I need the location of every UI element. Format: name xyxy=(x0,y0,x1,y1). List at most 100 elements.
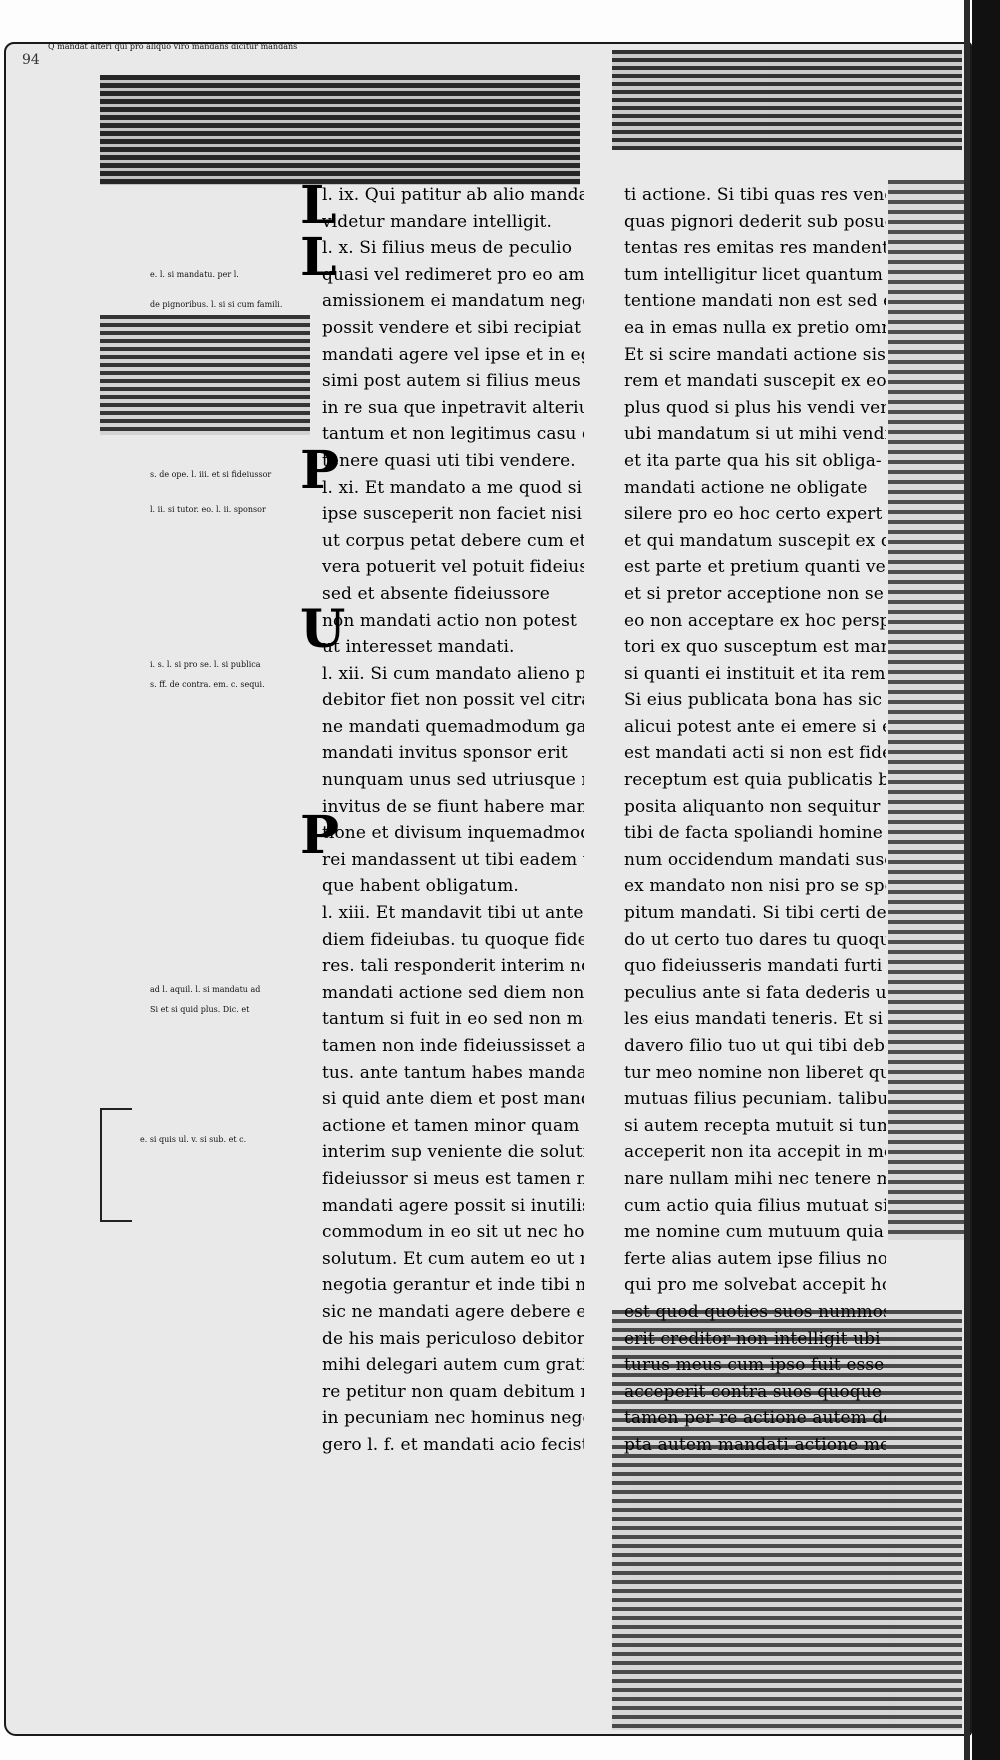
column-a-line: diem fideiubas. tu quoque fideiussisti s… xyxy=(322,929,584,950)
column-a-line: ne mandati quemadmodum galieni xyxy=(322,716,584,737)
column-b-line: si quanti ei instituit et ita rem habet xyxy=(624,663,886,684)
column-a-line: rei mandassent ut tibi eadem utri- xyxy=(322,849,584,870)
margin-note: i. s. l. si pro se. l. si publica xyxy=(150,660,261,669)
column-a-line: vera potuerit vel potuit fideiussori xyxy=(322,557,584,578)
column-b-line: quo fideiusseris mandati furti teneri te xyxy=(624,956,886,977)
column-a-line: nunquam unus sed utriusque mandati xyxy=(322,770,584,791)
column-a-line: de his mais periculoso debitore sed xyxy=(322,1328,584,1349)
gloss-top-left xyxy=(100,75,580,185)
binding-shadow xyxy=(964,0,970,1760)
margin-note: s. ff. de contra. em. c. sequi. xyxy=(150,680,265,689)
column-b-line: est mandati acti si non est fides et xyxy=(624,743,886,764)
column-a-line: ipse susceperit non faciet nisi xyxy=(322,504,583,525)
column-a-line: sic ne mandati agere debere et ut xyxy=(322,1301,584,1322)
initial-letter: P xyxy=(300,805,340,866)
column-b-line: pta autem mandati actione me ex xyxy=(624,1434,886,1455)
column-b-line: tamen per re actione autem debitore acce… xyxy=(624,1408,886,1429)
column-b-line: si autem recepta mutuit si tum filius no… xyxy=(624,1115,886,1136)
column-b-line: turus meus cum ipso fuit esse pecuniam xyxy=(624,1355,886,1376)
column-a-line: l. xi. Et mandato a me quod si xyxy=(322,477,583,498)
column-a-line: tenere quasi uti tibi vendere. xyxy=(322,450,576,471)
column-b-line: acceperit non ita accepit in meo nomi- xyxy=(624,1142,886,1163)
column-a-line: mandati actione sed diem non excepit xyxy=(322,982,584,1003)
column-a-line: mihi delegari autem cum gratis fideiusso… xyxy=(322,1355,584,1376)
column-a-line: l. x. Si filius meus de peculio xyxy=(322,238,573,259)
column-b-line: nare nullam mihi nec tenere mandati me xyxy=(624,1168,886,1189)
column-b-line: tori ex quo susceptum est mandati ut ita xyxy=(624,637,886,658)
column-b-line: peculius ante si fata dederis ut conti- xyxy=(624,982,886,1003)
column-b-line: receptum est quia publicatis bonis quaeq… xyxy=(624,770,886,791)
initial-letter: P xyxy=(300,440,340,501)
column-a-line: actione et tamen minor quam xyxy=(322,1115,580,1136)
column-a-line: commodum in eo sit ut nec hoc ante die xyxy=(322,1222,584,1243)
margin-note: ad l. aquil. l. si mandatu ad xyxy=(150,985,261,994)
gloss-left xyxy=(100,315,310,435)
column-a-line: tione et divisum inquemadmodum si duo xyxy=(322,823,584,844)
column-a-line: solutum. Et cum autem eo ut mea xyxy=(322,1248,584,1269)
margin-note: l. ii. si tutor. eo. l. ii. sponsor xyxy=(150,505,266,514)
column-a-line: res. tali responderit interim non est xyxy=(322,956,584,977)
column-b-line: alicui potest ante ei emere si enim tum xyxy=(624,716,886,737)
margin-bracket xyxy=(100,1108,132,1222)
column-b-line: plus quod si plus his vendi vendit xyxy=(624,397,886,418)
column-b-line: Si eius publicata bona has sic mandato xyxy=(624,690,886,711)
column-a-line: quasi vel redimeret pro eo amisit xyxy=(322,264,584,285)
column-b-line: pitum mandati. Si tibi certi de- xyxy=(624,903,886,924)
column-b-line: davero filio tuo ut qui tibi debeam solu… xyxy=(624,1036,886,1056)
column-a-line: l. xii. Si cum mandato alieno peti- xyxy=(322,663,584,684)
gloss-top-right xyxy=(612,50,962,150)
column-a-line: interim sup veniente die soluti xyxy=(322,1142,584,1163)
column-b-line: me nomine cum mutuum quia cognosce re- xyxy=(624,1222,886,1243)
gloss-bottom-right xyxy=(612,1310,962,1730)
column-a-line: in re sua que inpetravit alterius volu- xyxy=(322,397,584,418)
column-a-line: tantum et non legitimus casu debere mand… xyxy=(322,424,584,445)
column-b-line: et qui mandatum suscepit ex dubio xyxy=(624,530,886,551)
column-b-line: mandati actione ne obligate xyxy=(624,477,868,498)
column-a-line: que habent obligatum. xyxy=(322,876,519,897)
column-b-line: ea in emas nulla ex pretio omnia per se xyxy=(624,317,886,338)
column-a-line: ut corpus petat debere cum et ille xyxy=(322,530,584,551)
column-a-line: mandati agere possit si inutilis ad hoc xyxy=(322,1195,584,1216)
column-a-line: non mandati actio non potest xyxy=(322,610,577,631)
column-a-line: l. xiii. Et mandavit tibi ut ante in- xyxy=(322,903,584,924)
column-a-line: sed et absente fideiussore xyxy=(322,583,550,604)
column-a-line: tamen non inde fideiussisset ante die so… xyxy=(322,1036,584,1056)
column-a-line: mandati agere vel ipse et in egi- xyxy=(322,344,584,365)
column-a-line: amissionem ei mandatum negotium habet xyxy=(322,291,584,312)
column-a-line: ut interesset mandati. xyxy=(322,637,515,658)
column-b-line: ti actione. Si tibi quas res vendidit xyxy=(624,185,886,205)
margin-note: de pignoribus. l. si si cum famili. xyxy=(150,300,283,309)
header-note: Q mandat alteri qui pro aliquo viro mand… xyxy=(48,42,298,51)
column-b-line: et si pretor acceptione non se necessari… xyxy=(624,583,886,604)
column-b-line: num occidendum mandati susceperit xyxy=(624,849,886,870)
column-a-line: tus. ante tantum habes mandati actione xyxy=(322,1062,584,1083)
column-a-line: mandati invitus sponsor erit xyxy=(322,743,568,764)
margin-note: s. de ope. l. iii. et si fideiussor xyxy=(150,470,272,479)
column-b-line: eo non acceptare ex hoc perspicere si et… xyxy=(624,610,886,631)
column-a-line: simi post autem si filius meus xyxy=(322,371,581,392)
column-b-line: tentione mandati non est sed et cum xyxy=(624,291,886,312)
column-b-line: posita aliquanto non sequitur fiscus Si xyxy=(624,796,886,817)
column-a-line: debitor fiet non possit vel citra actio- xyxy=(322,690,584,711)
book-binding xyxy=(972,0,1000,1760)
margin-note: e. l. si mandatu. per l. xyxy=(150,270,239,279)
column-b-line: et ita parte qua his sit obliga- xyxy=(624,450,882,471)
column-b-line: erit creditor non intelligit ubi credi- xyxy=(624,1328,886,1349)
column-b-line: cum actio quia filius mutuat sit ut pecu… xyxy=(624,1195,886,1216)
text-column-b: ti actione. Si tibi quas res vendidit qua… xyxy=(624,182,886,1459)
column-b-line: Et si scire mandati actione sisten xyxy=(624,344,886,365)
folio-number: 94 xyxy=(22,52,40,68)
column-b-line: do ut certo tuo dares tu quoque non debe… xyxy=(624,929,886,950)
column-b-line: tibi de facta spoliandi homine vel vene- xyxy=(624,823,886,844)
column-b-line: ferte alias autem ipse filius nomine suo xyxy=(624,1248,886,1269)
column-a-line: invitus de se fiunt habere mandati ac- xyxy=(322,796,584,817)
gloss-right-margin xyxy=(888,180,964,1240)
column-b-line: quas pignori dederit sub posuerit ex xyxy=(624,211,886,232)
column-b-line: est parte et pretium quanti vendere pote… xyxy=(624,557,886,578)
column-a-line: possit vendere et sibi recipiat xyxy=(322,317,582,338)
column-a-line: in pecuniam nec hominus negotium illi xyxy=(322,1408,584,1429)
column-a-line: tantum si fuit in eo sed non mandati xyxy=(322,1009,584,1030)
column-b-line: silere pro eo hoc certo expert non xyxy=(624,504,886,525)
